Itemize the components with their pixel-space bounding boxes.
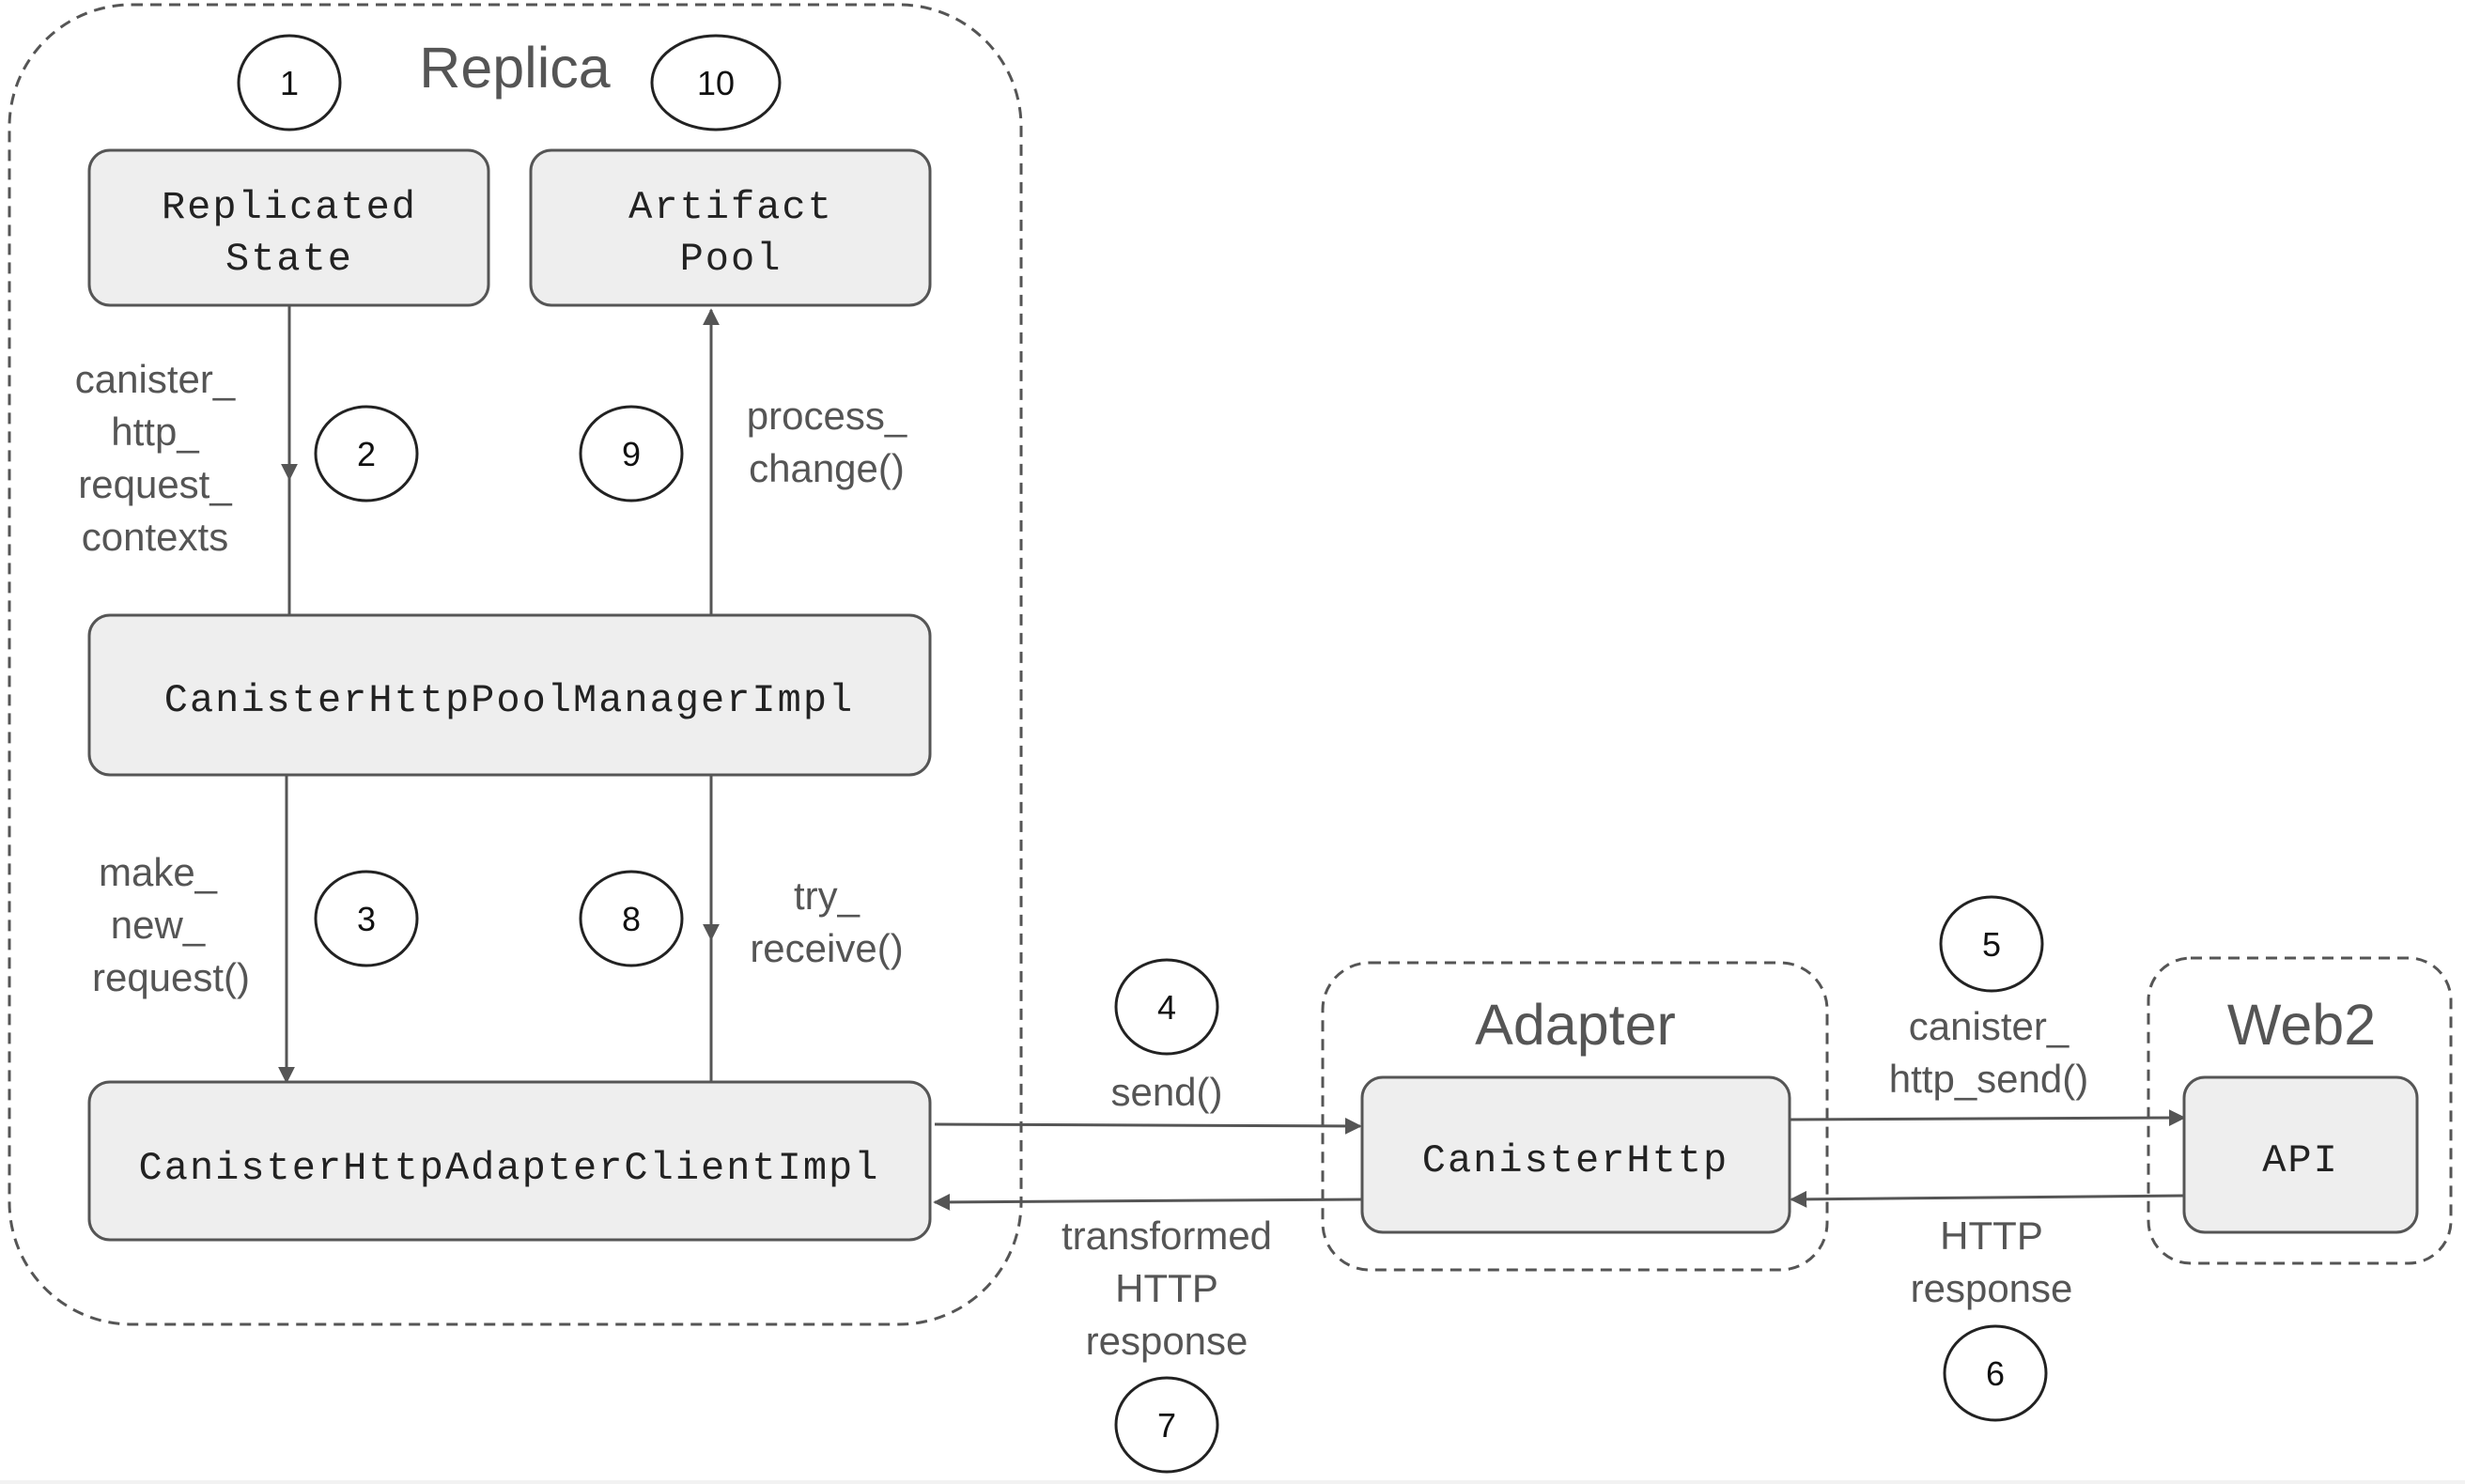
- artifact-pool-node: [529, 148, 932, 307]
- adapter-title: Adapter: [1475, 993, 1676, 1057]
- step-2-number: 2: [357, 435, 376, 473]
- transformed-response-label-2: HTTP: [1115, 1266, 1218, 1310]
- transformed-response-label-3: response: [1086, 1319, 1248, 1363]
- edge-transformed-response: [933, 1193, 1363, 1211]
- step-3: 3: [314, 870, 419, 967]
- http-response-label-1: HTTP: [1940, 1213, 2043, 1258]
- api-label: API: [2262, 1138, 2339, 1183]
- replicated-state-label-2: State: [225, 237, 353, 282]
- make-new-request-label-2: new_: [111, 903, 206, 947]
- contexts-label-1: canister_: [75, 357, 236, 401]
- canister-http-label: CanisterHttp: [1422, 1138, 1729, 1183]
- bottom-edge: [0, 1480, 2465, 1484]
- http-response-label-2: response: [1911, 1266, 2073, 1310]
- step-7-number: 7: [1157, 1406, 1176, 1445]
- step-10-number: 10: [697, 64, 735, 102]
- make-new-request-label-3: request(): [92, 955, 250, 999]
- step-8: 8: [579, 870, 684, 967]
- process-change-label-2: change(): [749, 446, 905, 490]
- step-4-number: 4: [1157, 988, 1176, 1027]
- pool-manager-node: [87, 613, 932, 777]
- replicated-state-node: [87, 148, 490, 307]
- canister-http-send-label-1: canister_: [1909, 1004, 2070, 1048]
- step-5: 5: [1939, 895, 2044, 993]
- send-label: send(): [1110, 1070, 1222, 1114]
- replica-title: Replica: [419, 36, 611, 100]
- api-node: [2182, 1075, 2419, 1234]
- make-new-request-label-1: make_: [99, 850, 218, 894]
- step-3-number: 3: [357, 900, 376, 938]
- contexts-label-4: contexts: [82, 515, 228, 559]
- adapter-client-node: [87, 1080, 932, 1242]
- try-receive-label-2: receive(): [750, 926, 903, 970]
- step-2: 2: [314, 405, 419, 502]
- try-receive-label-1: try_: [794, 873, 860, 918]
- web2-title: Web2: [2227, 993, 2376, 1057]
- pool-manager-label: CanisterHttpPoolManagerImpl: [164, 678, 855, 723]
- replicated-state-label-1: Replicated: [162, 185, 417, 230]
- edge-canister-http-send: [1789, 1109, 2186, 1127]
- adapter-client-label: CanisterHttpAdapterClientImpl: [139, 1146, 880, 1191]
- step-8-number: 8: [622, 900, 641, 938]
- step-9: 9: [579, 405, 684, 502]
- step-10: 10: [650, 34, 782, 131]
- transformed-response-label-1: transformed: [1062, 1213, 1272, 1258]
- edge-send: [934, 1117, 1362, 1135]
- step-6: 6: [1943, 1324, 2048, 1422]
- replica-frame: [8, 3, 1023, 1326]
- contexts-label-2: http_: [111, 410, 199, 454]
- canister-http-node: [1360, 1075, 1791, 1234]
- step-4: 4: [1114, 958, 1219, 1056]
- canister-http-send-label-2: http_send(): [1889, 1057, 2088, 1101]
- step-5-number: 5: [1982, 925, 2001, 964]
- step-7: 7: [1114, 1376, 1219, 1474]
- artifact-pool-label-1: Artifact: [628, 185, 833, 230]
- process-change-label-1: process_: [747, 394, 907, 438]
- adapter-frame: [1321, 961, 1829, 1272]
- contexts-label-3: request_: [78, 462, 232, 506]
- step-1-number: 1: [280, 64, 299, 102]
- step-1: 1: [237, 34, 342, 131]
- artifact-pool-label-2: Pool: [680, 237, 783, 282]
- edge-http-response: [1790, 1190, 2185, 1208]
- step-6-number: 6: [1986, 1354, 2005, 1393]
- step-9-number: 9: [622, 435, 641, 473]
- web2-frame: [2147, 956, 2453, 1265]
